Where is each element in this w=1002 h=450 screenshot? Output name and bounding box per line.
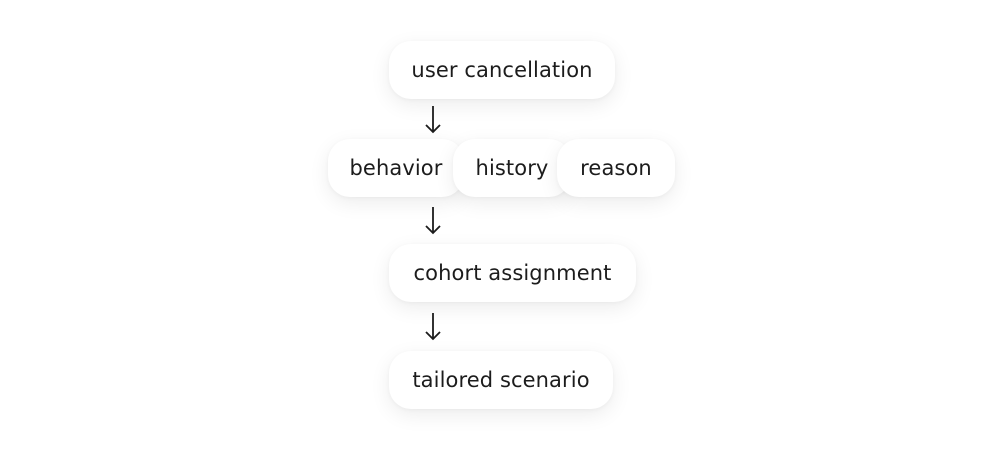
arrow-down-icon <box>425 313 441 341</box>
node-user-cancellation: user cancellation <box>389 41 615 99</box>
node-history: history <box>453 139 571 197</box>
arrow-down-icon <box>425 106 441 134</box>
node-reason: reason <box>557 139 675 197</box>
node-cohort-assignment: cohort assignment <box>389 244 636 302</box>
arrow-down-icon <box>425 207 441 235</box>
node-tailored-scenario: tailored scenario <box>389 351 613 409</box>
node-behavior: behavior <box>328 139 464 197</box>
